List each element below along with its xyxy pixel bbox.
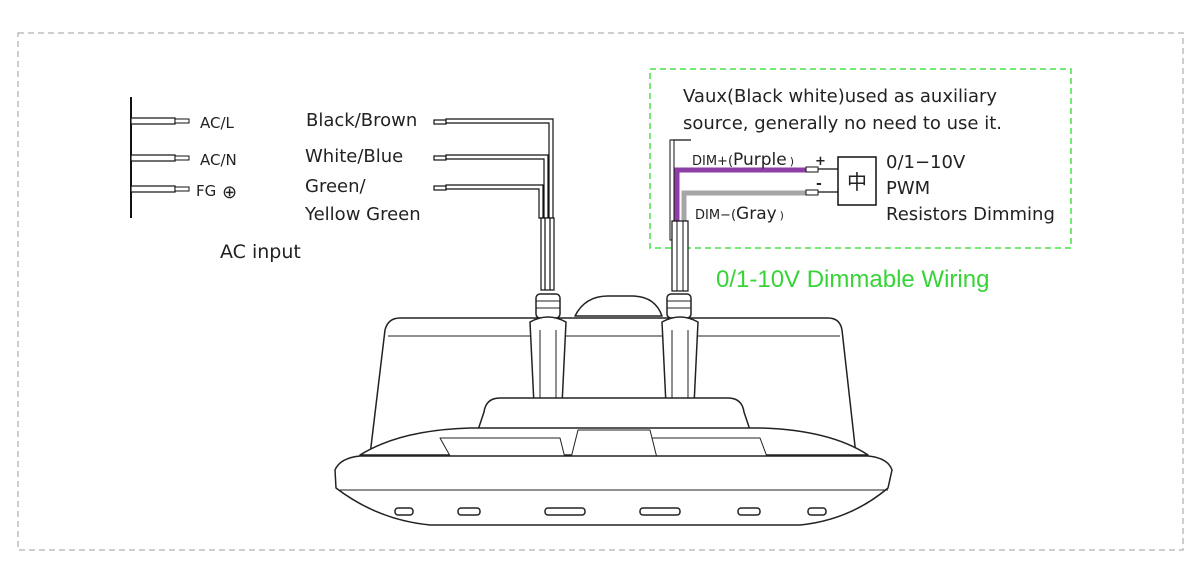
green-label-line1: Green/ [305, 176, 367, 197]
dim-plus-label: DIM+(Purple) [692, 150, 794, 170]
black-brown-label: Black/Brown [306, 110, 417, 131]
dimming-option-resistors: Resistors Dimming [886, 204, 1055, 225]
ac-l-label: AC/L [200, 114, 235, 132]
ac-input-caption: AC input [220, 241, 301, 263]
green-label-line2: Yellow Green [304, 204, 421, 225]
vaux-note-line2: source, generally no need to use it. [683, 113, 1002, 134]
dimmer-controller [818, 156, 877, 206]
outer-frame [17, 32, 1184, 551]
dimming-option-0-10v: 0/1−10V [886, 152, 966, 173]
dimming-box [649, 68, 1072, 249]
dimming-title: 0/1-10V Dimmable Wiring [716, 266, 989, 293]
controller-symbol: 中 [847, 170, 867, 194]
dim-wires [669, 139, 819, 292]
white-blue-label: White/Blue [305, 146, 403, 167]
high-bay-lamp [334, 293, 893, 526]
fg-label: FG [196, 182, 216, 200]
plus-sign: + [815, 154, 826, 169]
ac-n-label: AC/N [200, 151, 237, 169]
ground-symbol: ⊕ [222, 182, 237, 203]
ac-wire-bundle [433, 118, 555, 291]
minus-sign: - [816, 176, 822, 192]
dim-minus-label: DIM−(Gray) [695, 204, 784, 224]
ac-input-terminal-block [130, 97, 190, 218]
dimming-option-pwm: PWM [886, 178, 930, 199]
vaux-note-line1: Vaux(Black white)used as auxiliary [683, 86, 997, 107]
